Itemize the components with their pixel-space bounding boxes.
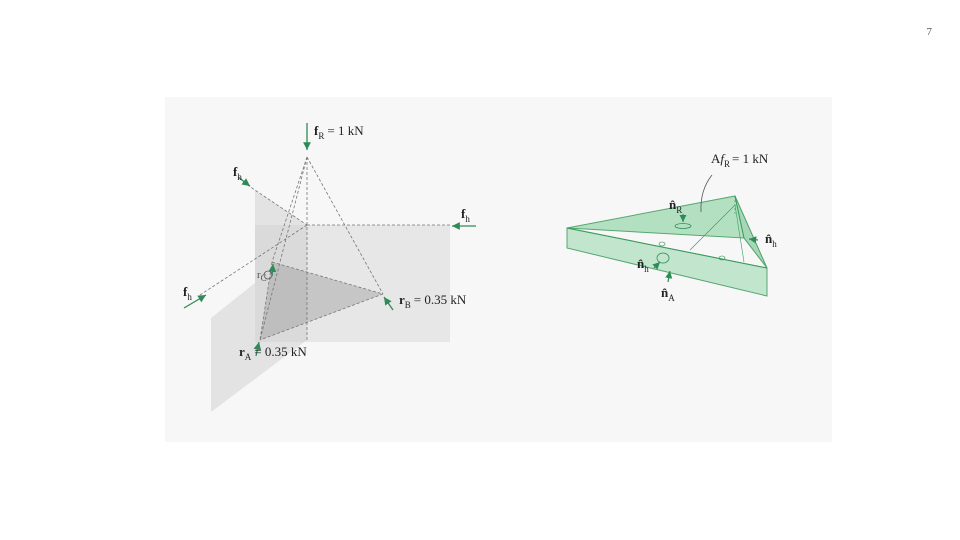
rA-arrow: [253, 341, 262, 357]
normal-arrows: [652, 214, 759, 283]
label-nA: n̂A: [661, 285, 675, 303]
vertical-plane-left: [211, 190, 307, 412]
solid-edge-inner-1: [689, 204, 736, 251]
ground-triangle: [260, 262, 383, 340]
page-number: 7: [926, 26, 933, 38]
label-fR: fR= 1 kN: [314, 123, 364, 141]
solid-edge-inner-2: [734, 204, 745, 263]
support-C-marker: [263, 270, 273, 280]
label-nh-right: n̂h: [765, 231, 777, 249]
inner-marker-1: [658, 241, 666, 247]
label-nR: n̂R: [669, 197, 682, 215]
nh-right-arrow: [748, 236, 759, 244]
solid-top-face: [566, 195, 745, 239]
label-fh-right: fh: [461, 206, 470, 224]
left-tripod-diagram: fR= 1 kN fh fh fh rC rB= 0.35 kN rA= 0.3…: [183, 123, 476, 412]
label-rB: rB= 0.35 kN: [399, 292, 467, 310]
area-force-leader: [700, 174, 713, 213]
label-fh-top: fh: [233, 164, 242, 182]
label-rC: rC: [257, 269, 267, 283]
fh-top-arrow: [237, 176, 251, 187]
fh-left-arrow: [183, 294, 207, 309]
nR-marker: [674, 223, 692, 229]
label-nh-left: n̂h: [637, 256, 649, 274]
nA-arrow: [665, 270, 673, 283]
solid-edge-front-top: [566, 227, 768, 269]
label-area-force: AfR= 1 kN: [711, 151, 769, 169]
nh-left-arrow: [652, 261, 661, 270]
label-fh-left: fh: [183, 284, 192, 302]
rB-arrow: [383, 296, 394, 311]
vertical-plane-right: [255, 225, 450, 342]
construction-lines: [199, 156, 450, 341]
right-solid-diagram: AfR= 1 kN n̂R n̂h n̂h n̂A: [566, 151, 777, 303]
force-arrows: [183, 123, 476, 357]
solid-top-face-right: [734, 195, 768, 269]
label-rA: rA= 0.35 kN: [239, 344, 307, 362]
inner-marker-2: [718, 255, 726, 261]
nh-left-marker: [656, 252, 670, 264]
